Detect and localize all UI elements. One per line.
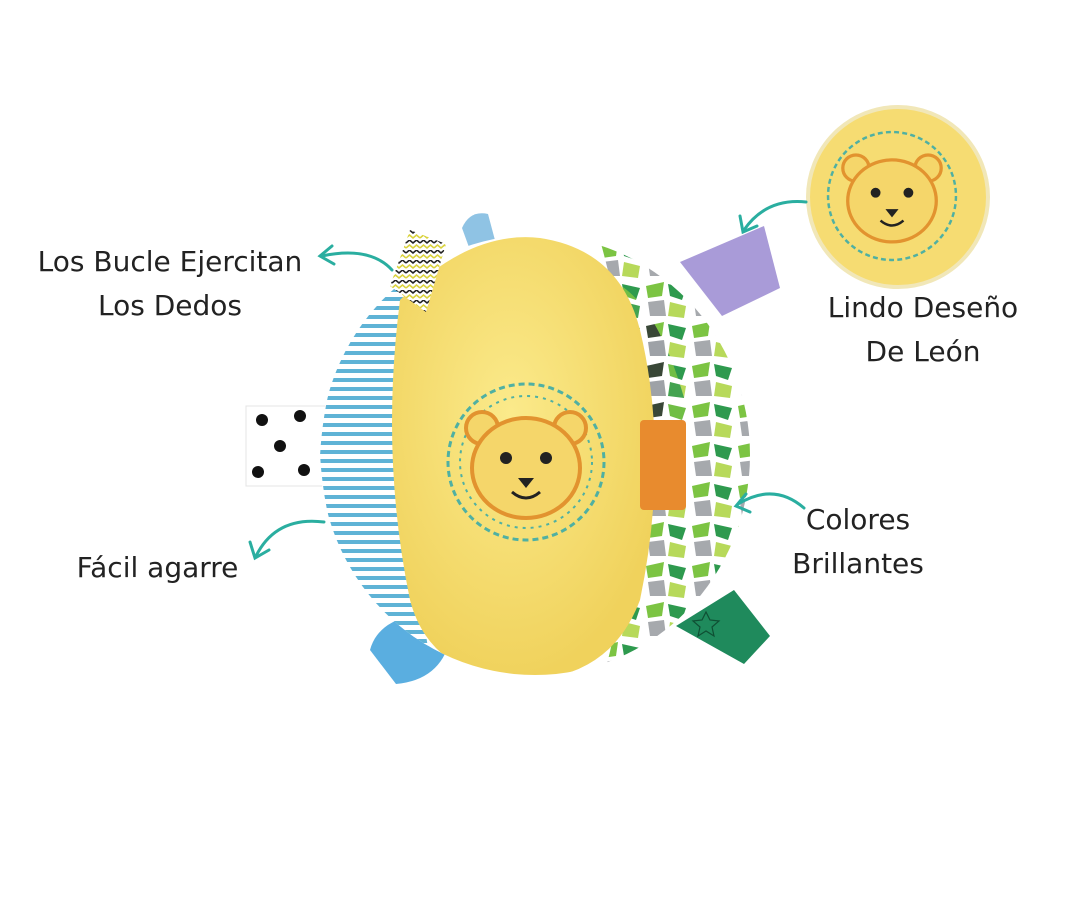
lion-design-label-line: De León	[865, 335, 981, 368]
lion-closeup-image	[806, 105, 990, 289]
lion-design-label-line: Lindo Deseño	[827, 291, 1019, 324]
loops-label-line: Los Bucle Ejercitan	[37, 245, 303, 278]
grip-label-line: Fácil agarre	[76, 551, 239, 584]
lion-design-label: Lindo Deseño De León	[812, 286, 1034, 374]
lion-face-icon	[446, 382, 606, 542]
polka-dot-tag	[245, 405, 327, 487]
loops-label-line: Los Dedos	[97, 289, 242, 322]
arrow-icon	[738, 200, 808, 235]
colors-label-line: Colores	[805, 503, 911, 536]
arrow-icon	[248, 519, 326, 561]
orange-tab	[640, 420, 686, 510]
bottom-green-tag	[676, 590, 770, 664]
arrow-icon	[733, 492, 806, 514]
colors-label-line: Brillantes	[792, 547, 924, 580]
arrow-icon	[317, 244, 394, 272]
grip-label: Fácil agarre	[55, 546, 260, 590]
loops-label: Los Bucle Ejercitan Los Dedos	[20, 240, 320, 328]
colors-label: Colores Brillantes	[772, 498, 944, 586]
zigzag-ribbon	[390, 230, 446, 312]
lavender-tag	[680, 226, 780, 316]
